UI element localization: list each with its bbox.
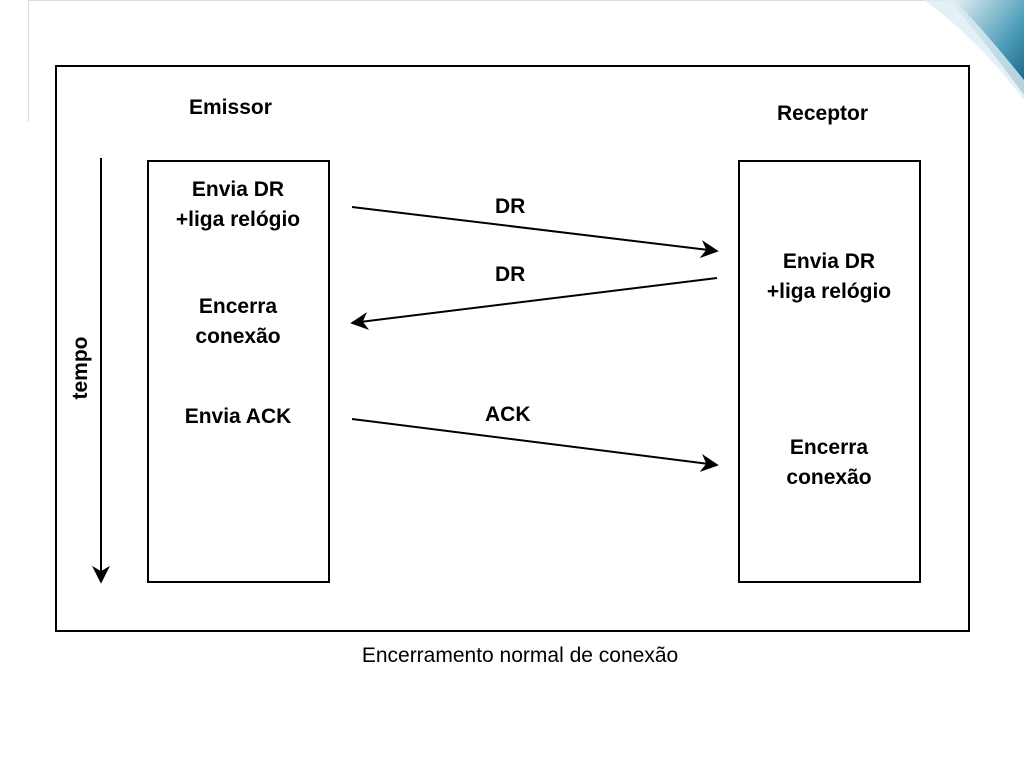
emitter-lane [147, 160, 330, 583]
receiver-step-1-line-1: Envia DR [782, 250, 876, 273]
message-3-arrow [351, 418, 719, 472]
corner-decoration [924, 0, 1024, 100]
slide-top-rule [28, 0, 948, 1]
diagram-frame [55, 65, 970, 632]
slide-left-rule [28, 0, 29, 122]
emitter-step-3: Envia ACK [148, 402, 328, 432]
emitter-step-2: Encerra conexão [148, 292, 328, 352]
message-1-arrow [351, 206, 719, 258]
message-1-label: DR [495, 195, 526, 218]
figure-caption: Encerramento normal de conexão [361, 644, 679, 667]
receiver-title: Receptor [777, 102, 869, 125]
receiver-step-2-line-2: conexão [786, 466, 872, 489]
receiver-step-2: Encerra conexão [739, 433, 919, 493]
emitter-step-1: Envia DR +liga relógio [148, 175, 328, 235]
emitter-step-1-line-2: +liga relógio [175, 208, 301, 231]
emitter-step-2-line-1: Encerra [198, 295, 278, 318]
emitter-step-1-line-1: Envia DR [191, 178, 285, 201]
receiver-step-2-line-1: Encerra [789, 436, 869, 459]
receiver-step-1: Envia DR +liga relógio [739, 247, 919, 307]
receiver-lane [738, 160, 921, 583]
receiver-step-1-line-2: +liga relógio [766, 280, 892, 303]
message-2-arrow [350, 277, 718, 330]
message-3-label: ACK [485, 403, 531, 426]
message-2-label: DR [495, 263, 526, 286]
emitter-step-2-line-2: conexão [195, 325, 281, 348]
emitter-title: Emissor [189, 96, 272, 119]
emitter-step-3-line-1: Envia ACK [184, 405, 292, 428]
